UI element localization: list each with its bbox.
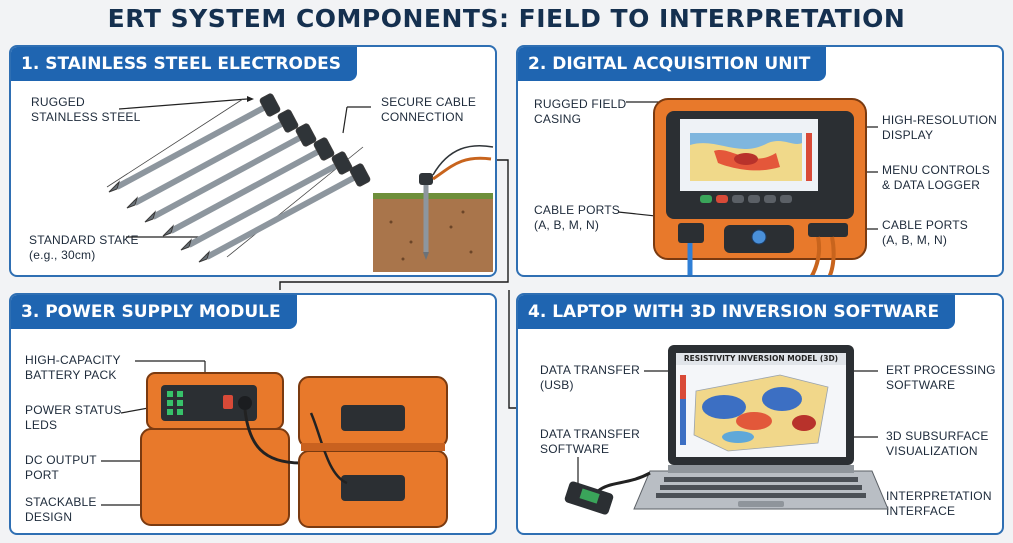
screen-title: RESISTIVITY INVERSION MODEL (3D): [683, 354, 839, 363]
panel-power-supply: 3. POWER SUPPLY MODULE HIGH-CAPACITY BAT…: [9, 293, 497, 535]
battery-case-icon: [101, 360, 448, 528]
page-title: ERT SYSTEM COMPONENTS: FIELD TO INTERPRE…: [107, 4, 906, 33]
label-field-casing: RUGGED FIELD CASING: [534, 97, 627, 126]
label-stackable: STACKABLE DESIGN: [25, 495, 97, 524]
label-ert-software: ERT PROCESSING SOFTWARE: [886, 363, 996, 392]
panel-heading: 2. DIGITAL ACQUISITION UNIT: [518, 47, 827, 81]
label-power-leds: POWER STATUS LEDS: [25, 403, 122, 432]
panel-heading: 3. POWER SUPPLY MODULE: [11, 295, 297, 329]
label-ports-left: CABLE PORTS (A, B, M, N): [534, 203, 621, 232]
label-ports-right: CABLE PORTS (A, B, M, N): [882, 218, 969, 247]
panel-electrodes: 1. STAINLESS STEEL ELECTRODES RUGGED STA…: [9, 45, 497, 277]
label-rugged-steel: RUGGED STAINLESS STEEL: [31, 95, 141, 124]
label-3d-visualization: 3D SUBSURFACE VISUALIZATION: [886, 429, 989, 458]
electrode-stake-icon: [106, 93, 494, 272]
label-display: HIGH-RESOLUTION DISPLAY: [882, 113, 998, 142]
panel-heading: 1. STAINLESS STEEL ELECTRODES: [11, 47, 357, 81]
label-cable-connection: SECURE CABLE CONNECTION: [381, 95, 477, 124]
label-interpretation: INTERPRETATION INTERFACE: [886, 489, 992, 518]
panel-acquisition-unit: 2. DIGITAL ACQUISITION UNIT RUGGED FIELD…: [516, 45, 1004, 277]
label-usb: DATA TRANSFER (USB): [540, 363, 640, 392]
acquisition-unit-icon: [617, 98, 878, 275]
laptop-icon: [564, 345, 889, 515]
label-menu-controls: MENU CONTROLS & DATA LOGGER: [882, 163, 990, 192]
panel-heading: 4. LAPTOP WITH 3D INVERSION SOFTWARE: [518, 295, 956, 329]
panel-laptop: 4. LAPTOP WITH 3D INVERSION SOFTWARE DAT…: [516, 293, 1004, 535]
label-battery-pack: HIGH-CAPACITY BATTERY PACK: [25, 353, 121, 382]
label-dc-output: DC OUTPUT PORT: [25, 453, 97, 482]
label-transfer-software: DATA TRANSFER SOFTWARE: [540, 427, 640, 456]
